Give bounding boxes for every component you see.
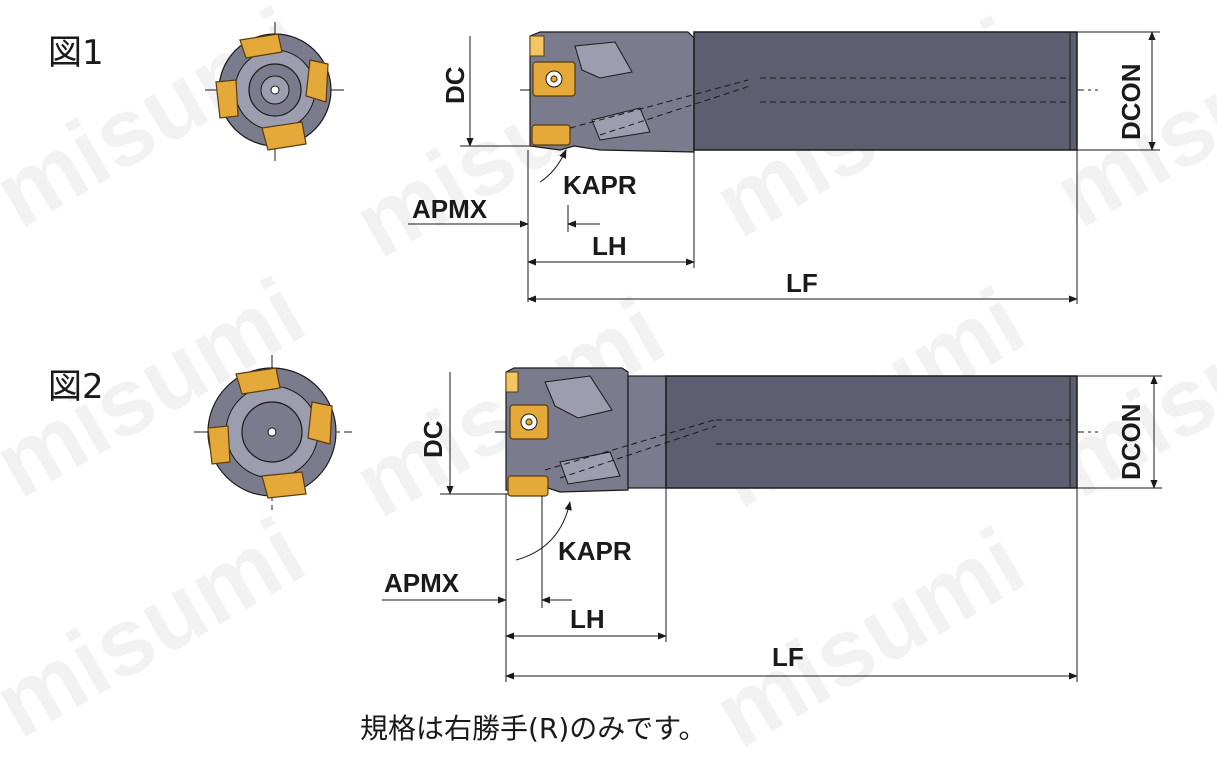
caption: 規格は右勝手(R)のみです。 xyxy=(360,712,707,745)
kapr-label: KAPR xyxy=(558,536,632,566)
lf-label: LF xyxy=(786,268,818,298)
lh-label: LH xyxy=(592,231,627,261)
dc-label: DC xyxy=(440,66,470,104)
figure-2-dimensions: DC DCON KAPR APMX LH LF xyxy=(382,372,1162,682)
watermark-text: misumi xyxy=(0,497,322,758)
dc-label: DC xyxy=(418,420,448,458)
apmx-label: APMX xyxy=(412,194,488,224)
figure-1-dimensions: DC DCON KAPR APMX LH LF xyxy=(408,31,1160,304)
dcon-label: DCON xyxy=(1116,403,1146,480)
figure-2-label: 図2 xyxy=(48,367,104,407)
kapr-label: KAPR xyxy=(563,170,637,200)
dcon-label: DCON xyxy=(1116,63,1146,140)
watermark-text: misumi xyxy=(697,507,1042,761)
figure-1-end-view xyxy=(205,22,345,162)
figure-1-label: 図1 xyxy=(48,33,104,73)
lf-label: LF xyxy=(772,642,804,672)
figure-1-side-view xyxy=(520,31,1098,153)
figure-2-side-view xyxy=(495,367,1098,497)
figure-2-end-view xyxy=(194,355,352,510)
lh-label: LH xyxy=(570,604,605,634)
apmx-label: APMX xyxy=(384,568,460,598)
